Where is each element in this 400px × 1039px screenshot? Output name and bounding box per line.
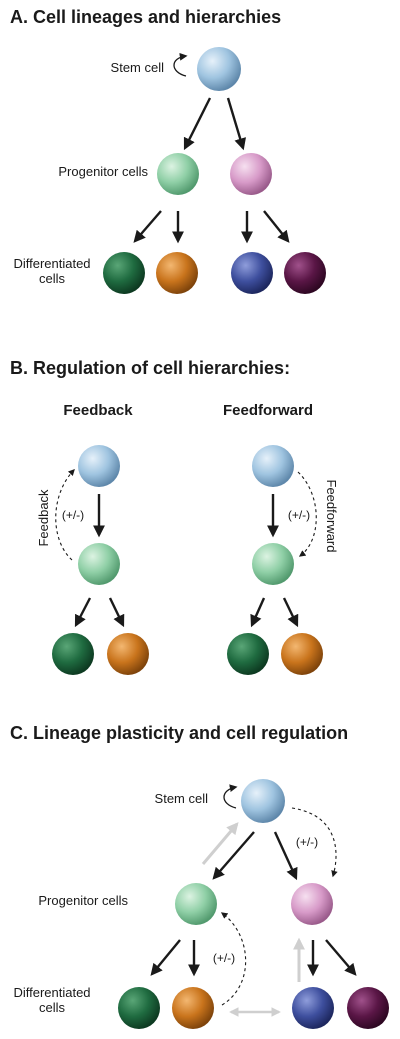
section-a-title: A. Cell lineages and hierarchies bbox=[10, 7, 281, 27]
arrow-stem-to-green-progenitor bbox=[183, 97, 212, 151]
section-c-sign-bottom: (+/-) bbox=[213, 951, 235, 965]
feedback-arrow-to-dark-green bbox=[74, 597, 92, 628]
feedback-stem-cell bbox=[78, 445, 120, 487]
differentiated-cell-dark-green bbox=[103, 252, 145, 294]
feedback-diff-cell-dark-green bbox=[52, 633, 94, 675]
differentiated-cell-blue bbox=[231, 252, 273, 294]
section-c-diff-cell-orange bbox=[172, 987, 214, 1029]
feedforward-dashed-arrow bbox=[297, 471, 317, 557]
section-c-diff-cell-purple bbox=[347, 987, 389, 1029]
differentiated-label-line1: Differentiated bbox=[13, 256, 90, 271]
arrow-pink-to-purple bbox=[263, 210, 290, 243]
feedforward-stem-cell bbox=[252, 445, 294, 487]
feedforward-arrow-to-orange bbox=[282, 597, 299, 628]
differentiated-cell-purple bbox=[284, 252, 326, 294]
feedback-title: Feedback bbox=[63, 402, 133, 419]
feedback-side-label: Feedback bbox=[36, 489, 51, 547]
differentiated-cell-orange bbox=[156, 252, 198, 294]
section-c-arrow-green-to-dark-green bbox=[150, 939, 181, 976]
feedforward-sign: (+/-) bbox=[288, 508, 310, 522]
section-c-differentiated-label-line2: cells bbox=[39, 1000, 66, 1015]
section-c-arrow-stem-to-pink-progenitor bbox=[273, 831, 298, 881]
section-c-diff-cell-dark-green bbox=[118, 987, 160, 1029]
arrow-green-to-dark-green bbox=[133, 210, 162, 243]
section-b-title: B. Regulation of cell hierarchies: bbox=[10, 358, 290, 378]
section-c-sign-top: (+/-) bbox=[296, 835, 318, 849]
feedback-progenitor-cell bbox=[78, 543, 120, 585]
self-renewal-arrow bbox=[173, 52, 188, 77]
progenitor-cell-pink bbox=[230, 153, 272, 195]
feedback-sign: (+/-) bbox=[62, 508, 84, 522]
section-c-stem-cell bbox=[241, 779, 285, 823]
section-c-arrow-stem-to-green-progenitor bbox=[212, 831, 255, 880]
section-c-progenitor-cell-green bbox=[175, 883, 217, 925]
feedback-arrow-to-orange bbox=[108, 597, 125, 628]
section-c-progenitor-cell-pink bbox=[291, 883, 333, 925]
section-c-stem-cell-label: Stem cell bbox=[155, 791, 209, 806]
section-c-feedforward-dashed-arrow bbox=[291, 807, 338, 878]
feedforward-progenitor-cell bbox=[252, 543, 294, 585]
progenitor-cells-label: Progenitor cells bbox=[58, 164, 148, 179]
progenitor-cell-green bbox=[157, 153, 199, 195]
feedforward-title: Feedforward bbox=[223, 402, 313, 419]
differentiated-label-line2: cells bbox=[39, 271, 66, 286]
section-c-diff-cell-blue bbox=[292, 987, 334, 1029]
section-c-feedback-dashed-arrow bbox=[220, 912, 247, 1006]
section-c-self-renewal-arrow bbox=[223, 784, 238, 809]
feedforward-diff-cell-dark-green bbox=[227, 633, 269, 675]
section-c-progenitor-cells-label: Progenitor cells bbox=[38, 893, 128, 908]
arrow-stem-to-pink-progenitor bbox=[226, 97, 246, 151]
feedback-diff-cell-orange bbox=[107, 633, 149, 675]
section-c-title: C. Lineage plasticity and cell regulatio… bbox=[10, 723, 348, 743]
stem-cell-label: Stem cell bbox=[111, 60, 165, 75]
section-c-differentiated-label-line1: Differentiated bbox=[13, 985, 90, 1000]
stem-cell bbox=[197, 47, 241, 91]
feedforward-arrow-to-dark-green bbox=[250, 597, 266, 628]
feedforward-side-label: Feedforward bbox=[324, 480, 339, 553]
feedforward-diff-cell-orange bbox=[281, 633, 323, 675]
section-c-arrow-pink-to-purple bbox=[325, 939, 357, 976]
dedifferentiation-arrow-progenitor-to-stem bbox=[201, 822, 239, 865]
